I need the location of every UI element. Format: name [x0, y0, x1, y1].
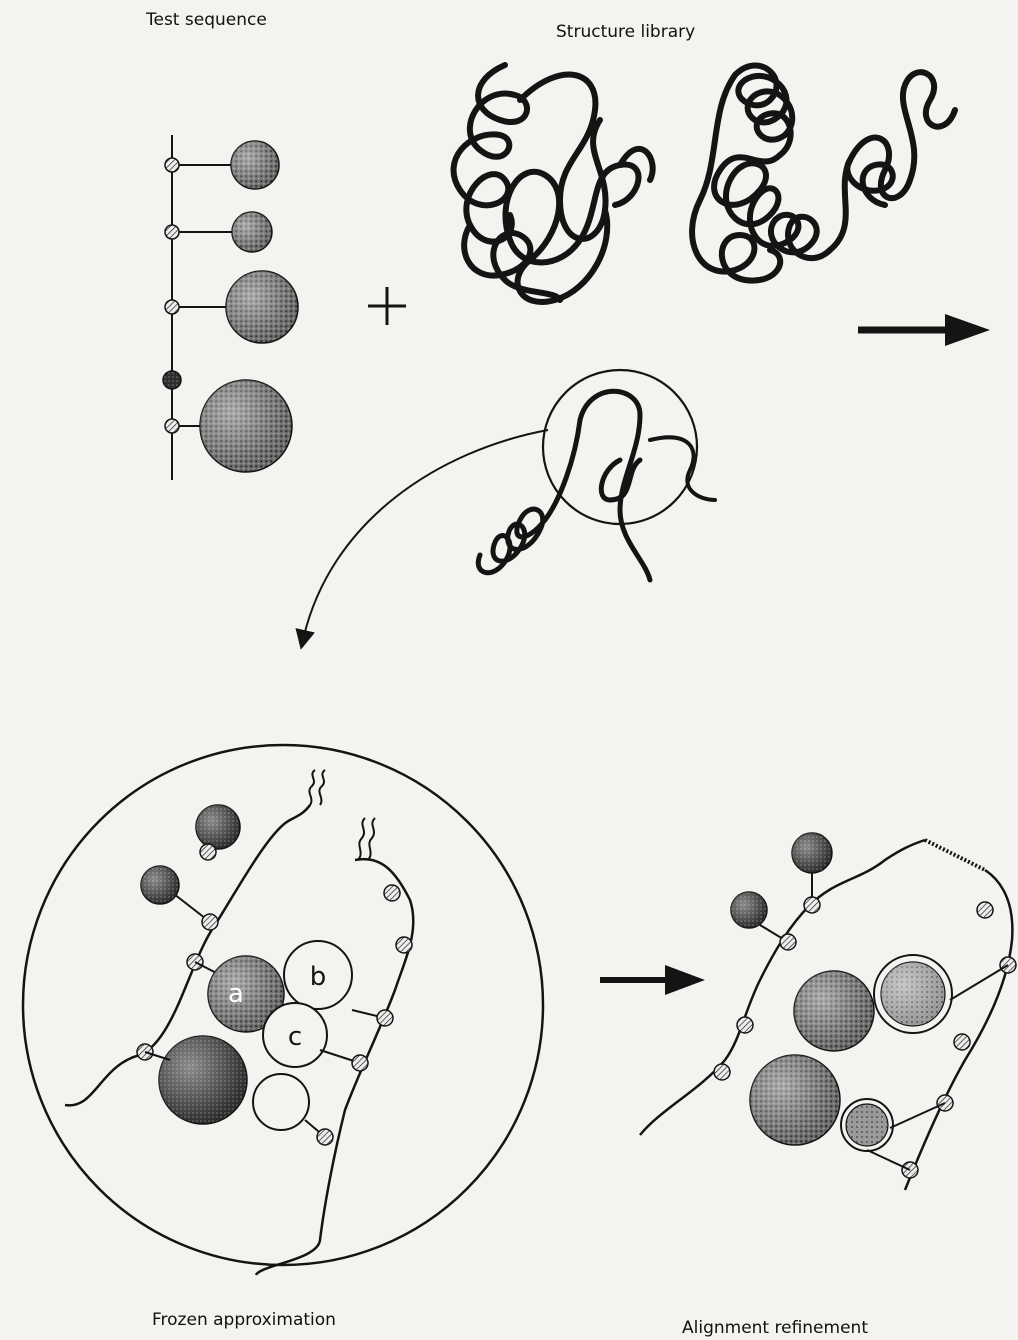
- arrow-right-icon: [858, 314, 990, 346]
- residue-node: [165, 212, 272, 252]
- library-structure-beta: [454, 65, 653, 302]
- residue-node: [165, 141, 279, 189]
- residue-node: [165, 380, 292, 472]
- library-structure-helix: [692, 65, 955, 280]
- residue-node: [163, 371, 181, 389]
- caption-alignment-refinement: Alignment refinement: [682, 1318, 868, 1338]
- curved-arrow-icon: [303, 430, 548, 640]
- magnified-fragment: [478, 370, 715, 580]
- caption-test-sequence: Test sequence: [146, 10, 267, 30]
- arrow-right-icon: [600, 965, 705, 995]
- caption-structure-library: Structure library: [556, 22, 695, 42]
- caption-frozen-approximation: Frozen approximation: [152, 1310, 336, 1330]
- pair-label-b: b: [310, 962, 327, 992]
- frozen-approximation-circle: a b c: [23, 745, 543, 1275]
- test-sequence-chain: [163, 135, 298, 480]
- pair-label-a: a: [228, 979, 244, 1009]
- pair-label-c: c: [288, 1022, 302, 1052]
- plus-icon: [368, 287, 406, 325]
- alignment-refinement: [640, 833, 1016, 1190]
- residue-node: [165, 271, 298, 343]
